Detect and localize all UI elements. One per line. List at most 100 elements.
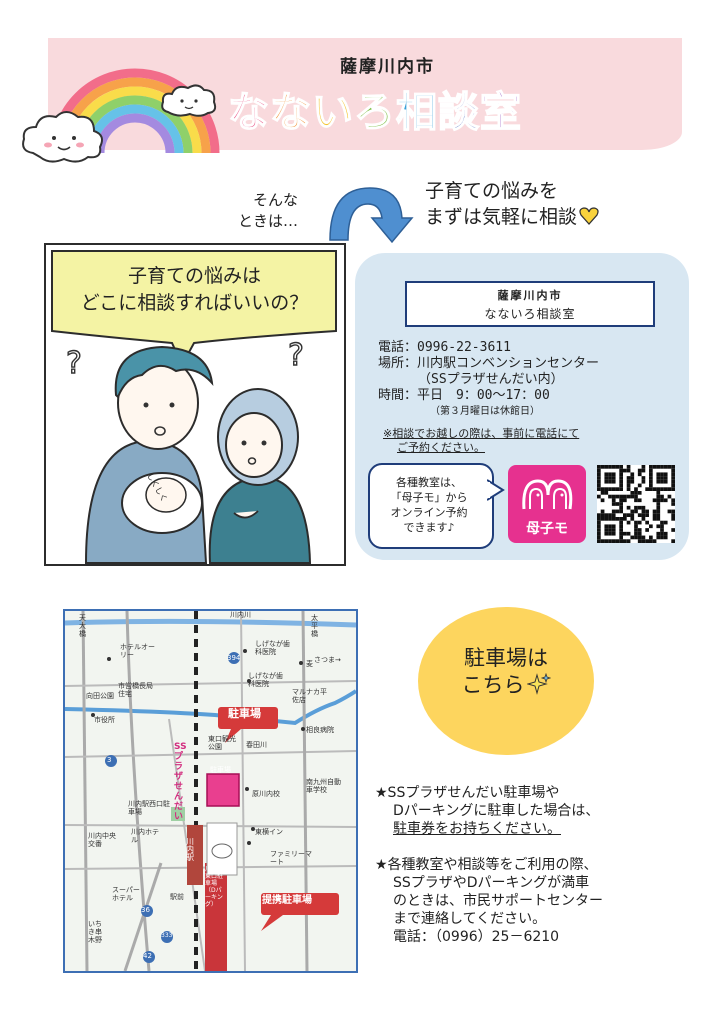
qr-module [637,505,642,510]
qr-module [600,465,605,469]
qr-module [597,476,601,480]
qr-module [645,539,649,543]
qr-module [634,505,638,510]
parking-heading: 駐車場は こちら [418,645,594,699]
qr-module [626,468,631,473]
qr-module [608,517,612,521]
intro-left-line2: ときは… [238,212,299,230]
intro-right-text: 子育ての悩みを まずは気軽に相談 [425,178,599,230]
qr-module [637,491,642,495]
map-label-parking: 駐車場 [228,707,261,720]
qr-module [660,535,664,540]
qr-module [671,528,675,532]
qr-module [623,531,627,536]
qr-module [671,468,675,473]
center-city: 薩摩川内市 [497,289,563,302]
qr-module [600,487,605,491]
place-text: 場所：川内駅コンベンションセンター [378,356,600,371]
qr-module [652,498,657,503]
title-char: な [227,87,270,137]
qr-module [656,513,661,517]
map-label-kyoudai: 向田公園 [86,692,114,700]
qr-module [619,524,623,529]
qr-module [600,498,605,503]
qr-module [619,476,623,480]
qr-module [615,502,620,506]
qr-module [671,513,675,517]
qr-module [604,472,609,477]
curved-arrow-icon [329,187,414,244]
qr-module [611,509,616,514]
map-label-shinagawa2: しげなが歯科医院 [248,672,283,688]
qr-module [652,539,657,543]
qr-module [645,487,649,491]
qr-module [608,494,612,499]
qr-module [608,472,612,477]
qr-module [597,487,601,491]
note-full-parking: ★各種教室や相談等をご利用の際、 SSプラザやDパーキングが満車 のときは、市民… [375,857,603,945]
qr-module [656,487,661,491]
qr-module [619,531,623,536]
qr-module [671,465,675,469]
map-label-kawauchi-nishi: 川内駅西口駐車場 [128,800,170,816]
qr-module [663,531,668,536]
heart-icon [579,207,599,225]
qr-module [649,465,653,469]
intro-left-text: そんな ときは… [238,190,298,232]
qr-module [634,494,638,499]
map-label-r42: 42 [143,952,152,960]
qr-module [597,520,601,525]
qr-module [626,520,631,525]
map-label-eki: 駅前 [170,893,184,901]
cloud-right-icon [161,84,217,117]
qr-module [660,476,664,480]
map-label-family: ファミリーマート [270,850,312,866]
qr-module [630,472,635,477]
qr-module [637,531,642,536]
qr-module [641,479,646,484]
map-label-r333: 333 [161,932,173,939]
qr-module [630,509,635,514]
qr-module [660,465,664,469]
qr-module [611,524,616,529]
qr-module [660,472,664,477]
qr-module [671,472,675,477]
speech-bubble-text: 子育ての悩みは どこに相談すればいいの？ [62,263,327,317]
qr-module [663,520,668,525]
boshimo-app-icon[interactable] [508,465,586,543]
qr-module [623,517,627,521]
parking-circle [418,607,594,755]
qr-module [626,487,631,491]
qr-module [671,509,675,514]
qr-module [611,517,616,521]
access-map [63,609,358,973]
qr-module [656,531,661,536]
qr-module [623,498,627,503]
qr-code-icon[interactable] [597,465,675,543]
qr-module [656,491,661,495]
qr-module [611,531,616,536]
qr-module [656,502,661,506]
qr-module [634,498,638,503]
qr-module [597,535,601,540]
qr-module [656,505,661,510]
qr-module [619,509,623,514]
boshimo-app-label: 母子モ [526,521,568,537]
map-label-station: 川内駅 [186,837,194,862]
reservation-note: ※相談でお越しの際は、事前に電話にて ご予約ください。 [383,427,653,455]
parking-notes: ★SSプラザせんだい駐車場や Dパーキングに駐車した場合は、 駐車券をお持ちくだ… [375,784,700,964]
qr-module [671,476,675,480]
bubble-line2: 「母子モ」から [390,491,468,504]
qr-module [597,472,601,477]
qr-module [615,465,620,469]
hours-text: 時間：平日 9：00～17：00 [378,388,550,403]
sparkle-icon [525,672,551,695]
qr-module [604,487,609,491]
svg-text:?: ? [288,338,304,373]
map-label-r36: 36 [141,906,150,914]
qr-module [619,535,623,540]
svg-text:?: ? [66,346,82,381]
qr-module [615,494,620,499]
support-center-phone: 電話：（0996）25－6210 [393,929,560,945]
qr-module [600,517,605,521]
